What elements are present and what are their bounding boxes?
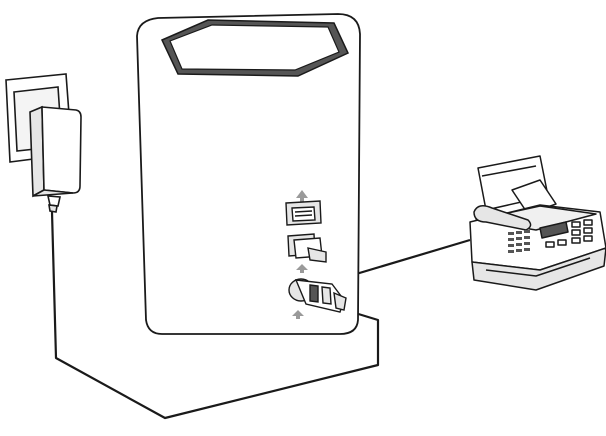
- router-phone-port: [287, 233, 327, 263]
- port-arrow-icon: [296, 190, 308, 202]
- router-power-port: [288, 278, 347, 313]
- fax-machine-icon: [469, 155, 606, 291]
- fax-display: [539, 221, 569, 239]
- port-arrow-icon: [292, 310, 304, 319]
- fax-buttons: [545, 219, 593, 248]
- fax-keypad: [508, 230, 530, 253]
- router-icon: [136, 13, 361, 335]
- router-lan-port: [285, 200, 322, 226]
- power-cable: [50, 210, 380, 420]
- fax-base: [471, 247, 606, 291]
- fax-handset: [473, 205, 532, 231]
- port-arrow-icon: [296, 264, 308, 273]
- power-adapter-icon: [29, 105, 82, 213]
